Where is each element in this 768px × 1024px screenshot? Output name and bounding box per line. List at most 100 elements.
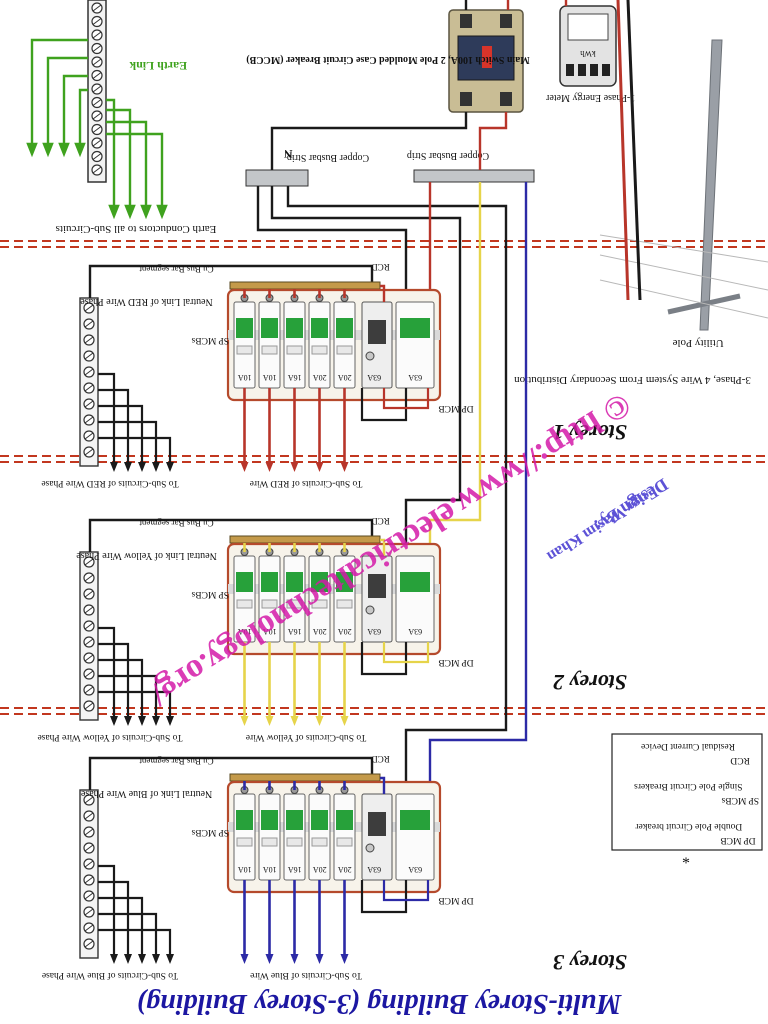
- dp-mcb-rating: 63A: [408, 865, 422, 874]
- screw-slot: [84, 670, 94, 678]
- dp-rcd-neutral-link: [360, 388, 408, 422]
- screw-slot: [84, 940, 94, 948]
- pole-shaft: [699, 39, 723, 331]
- storey-title: Storey 3: [553, 950, 627, 975]
- mcb-label-plate: [286, 599, 303, 609]
- mcb-label-plate: [336, 345, 353, 355]
- earth-wire: [106, 98, 116, 212]
- cu-busbar-segment: [229, 773, 381, 782]
- blue-phase-feed: [428, 182, 528, 782]
- neutral-subcircuit-wire: [98, 690, 172, 722]
- mcb-rating: 10A: [263, 865, 277, 874]
- screw-slot: [84, 336, 94, 344]
- wire-arrow: [290, 462, 299, 472]
- mcb-rating: 10A: [238, 627, 252, 636]
- neutral-subcircuit-wire: [98, 404, 144, 468]
- cu-busbar-label: Cu Bus Bar segment: [139, 264, 214, 274]
- screw-slot: [92, 72, 102, 79]
- neutral-subcircuit-wire: [98, 880, 130, 960]
- meter-unit: kWh: [580, 49, 596, 58]
- mcb-toggle: [236, 572, 253, 592]
- neutral-subcircuit-wire: [98, 912, 158, 960]
- screw-slot: [84, 860, 94, 868]
- mcb-label-plate: [336, 837, 353, 847]
- storey-title: Storey 2: [553, 670, 627, 695]
- screw-slot: [84, 796, 94, 804]
- mcb-rating: 20A: [313, 373, 327, 382]
- mcb-label-plate: [261, 837, 278, 847]
- mcb-toggle: [336, 810, 353, 830]
- wire-arrow: [240, 954, 249, 964]
- earth-arrow: [74, 142, 86, 158]
- legend-star: *: [682, 855, 690, 872]
- cu-busbar-label: Cu Bus Bar segment: [139, 756, 214, 766]
- screw-slot: [92, 99, 102, 106]
- cu-busbar-label: Cu Bus Bar segment: [139, 518, 214, 528]
- mcb-label-plate: [261, 599, 278, 609]
- wire-arrow: [290, 716, 299, 726]
- mcb-toggle: [311, 572, 328, 592]
- dp-mcb-label: DP MCB: [438, 403, 473, 413]
- rcd-busbar-feed: [380, 284, 386, 302]
- screw-slot: [84, 622, 94, 630]
- wire-arrow: [152, 462, 160, 472]
- mcb-label-plate: [236, 345, 253, 355]
- meter-terminal: [578, 64, 586, 76]
- cu-busbar-segment: [229, 535, 381, 544]
- screw-slot: [84, 448, 94, 456]
- main-feed-wires: [256, 0, 568, 782]
- neutral-subcircuit-wire: [98, 658, 144, 722]
- screw-slot: [92, 31, 102, 39]
- footer-title: Multi-Storey Building (3-Storey Building…: [137, 988, 623, 1019]
- subcircuit-label-phase: To Sub-Circuits of RED Wire: [250, 478, 363, 489]
- neutral-subcircuit-wire: [98, 626, 116, 722]
- mccb-terminal: [500, 92, 512, 106]
- wire-arrow: [138, 954, 146, 964]
- screw-slot: [84, 320, 94, 328]
- neutral-subcircuit-wire: [98, 388, 130, 468]
- mcb-label-plate: [286, 837, 303, 847]
- wire-arrow: [340, 716, 349, 726]
- sp-mcbs-label: SP MCBs: [191, 589, 229, 599]
- neutral-subcircuit-wire: [98, 928, 172, 960]
- earth-arrow: [108, 204, 120, 220]
- mcb-toggle: [236, 810, 253, 830]
- neutral-wire: [88, 756, 374, 790]
- screw-slot: [92, 153, 102, 160]
- subcircuit-label-neutral: To Sub-Circuits of Yellow Wire Phase: [38, 732, 183, 743]
- mcb-rating: 10A: [263, 627, 277, 636]
- earth-wire: [106, 132, 164, 212]
- screw-slot: [92, 85, 102, 93]
- screw-slot: [84, 908, 94, 916]
- wire-arrow: [166, 716, 174, 726]
- screw-slot: [84, 432, 94, 440]
- subcircuit-label-neutral: To Sub-Circuits of RED Wire Phase: [41, 478, 178, 489]
- earth-wire: [106, 120, 148, 212]
- earth-wire: [30, 38, 88, 150]
- neutral-feed-storey2: [270, 186, 462, 545]
- wire-arrow: [265, 954, 274, 964]
- screw-slot: [84, 638, 94, 646]
- dp-mcb-label: DP MCB: [438, 895, 473, 905]
- screw-slot: [84, 924, 94, 932]
- screw-slot: [84, 876, 94, 884]
- screw-slot: [84, 368, 94, 376]
- cu-busbar-segment: [229, 281, 381, 290]
- earth-wire: [106, 108, 132, 212]
- neutral-link-label: Neutral Link of Blue Wire Phase: [80, 788, 212, 799]
- subcircuit-label-phase: To Sub-Circuits of Yellow Wire: [246, 732, 366, 743]
- wire-arrow: [240, 462, 249, 472]
- mcb-toggle: [311, 318, 328, 338]
- wire-arrow: [152, 954, 160, 964]
- screw-slot: [92, 126, 102, 133]
- mcb-label-plate: [311, 837, 328, 847]
- neutral-feed-storey3: [286, 186, 508, 782]
- meter-label: 1-Phase Energy Meter: [545, 92, 635, 103]
- wire-arrow: [110, 716, 118, 726]
- mcb-toggle: [400, 318, 430, 338]
- wire-arrow: [110, 954, 118, 964]
- legend-box: Residual Current Device RCD Single Pole …: [611, 733, 763, 872]
